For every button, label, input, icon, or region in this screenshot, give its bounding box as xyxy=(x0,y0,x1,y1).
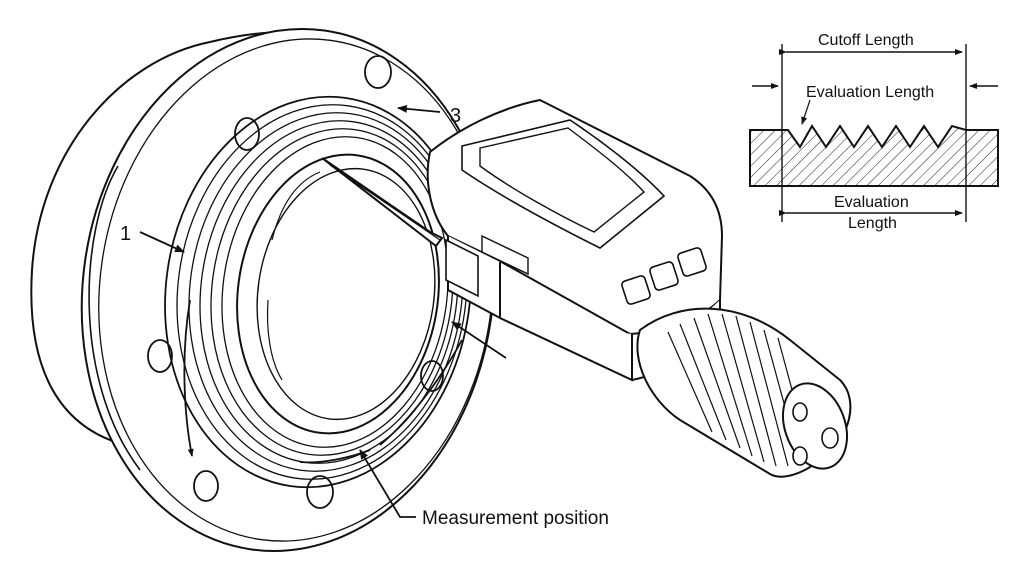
tester-button xyxy=(621,275,651,305)
label-evaluation-length-bottom-1: Evaluation xyxy=(834,194,909,211)
flange xyxy=(30,27,496,553)
end-cap-hole xyxy=(792,402,808,422)
bore xyxy=(236,153,440,435)
traverse-arc-left xyxy=(183,299,194,457)
traverse-arc-right xyxy=(379,339,463,446)
end-cap-hole xyxy=(821,427,839,449)
probe-head xyxy=(445,238,479,298)
profile-inset: Cutoff Length Evaluation Length Evaluati… xyxy=(749,32,999,232)
label-cutoff-length: Cutoff Length xyxy=(818,32,914,49)
measurement-leader xyxy=(359,449,416,518)
callout-1-leader xyxy=(139,231,185,253)
bolt-hole xyxy=(306,475,334,509)
callouts xyxy=(139,104,507,518)
label-part-1: 1 xyxy=(120,223,131,245)
raised-face-outer xyxy=(164,95,472,489)
bolt-hole xyxy=(193,470,219,502)
callout-3-leader xyxy=(397,104,441,113)
bolt-hole xyxy=(420,360,444,392)
profile-hatched-section xyxy=(749,124,999,187)
display-screen xyxy=(479,127,646,233)
probe-direction-arrow xyxy=(451,321,507,359)
label-part-3: 3 xyxy=(450,105,461,127)
label-evaluation-length-top: Evaluation Length xyxy=(806,84,934,101)
bolt-hole xyxy=(147,339,173,373)
flange-outer-rim xyxy=(80,27,496,553)
eval-leader xyxy=(801,99,811,125)
label-measurement-position: Measurement position xyxy=(422,508,609,529)
tester-button xyxy=(677,247,707,277)
bolt-hole xyxy=(234,117,260,151)
bolt-hole xyxy=(364,55,392,89)
tester-button xyxy=(649,261,679,291)
end-cap-hole xyxy=(792,446,808,466)
roughness-tester xyxy=(321,98,852,478)
label-evaluation-length-bottom-2: Length xyxy=(848,215,897,232)
